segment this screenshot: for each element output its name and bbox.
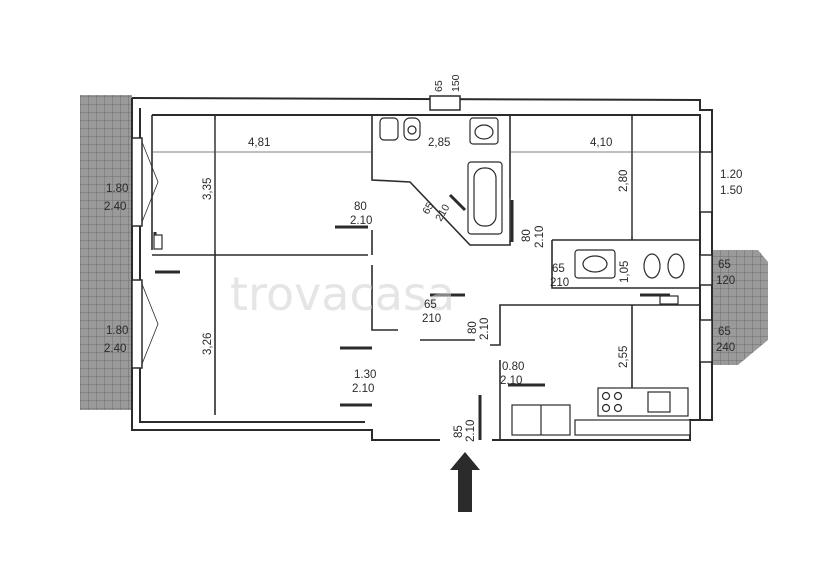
kitchen-depth: 2,55 [618, 346, 630, 368]
entrance-w: 85 [453, 425, 465, 438]
right-window-low-w: 65 [718, 326, 731, 338]
door-7-w: 1.30 [354, 369, 376, 381]
left-window-bottom-w: 1.80 [106, 325, 128, 337]
entrance-h: 2.10 [465, 420, 477, 442]
right-window-top-w: 1.20 [720, 169, 742, 181]
door-7-h: 2.10 [352, 383, 374, 395]
top-window-w: 65 [433, 80, 445, 92]
terrace-right [712, 250, 768, 365]
door-1-w: 80 [354, 201, 367, 213]
bath-width: 2,85 [428, 137, 450, 149]
right-window-mid [699, 254, 713, 286]
door-4-w: 65 [552, 263, 565, 275]
dimension-lines [152, 120, 700, 250]
right-window-top [699, 151, 713, 213]
room-left-top-width: 4,81 [248, 137, 270, 149]
door-bath-h: 210 [433, 202, 452, 223]
door-8-h: 2.10 [500, 375, 522, 387]
room-left-bottom-depth: 3,26 [202, 333, 214, 355]
room-right-top-depth: 2,80 [618, 170, 630, 192]
right-window-mid-h: 120 [716, 275, 735, 287]
bathroom-fixtures [379, 117, 685, 279]
top-window-h: 150 [450, 74, 462, 92]
entrance-arrow-icon [450, 452, 480, 512]
left-window-bottom-h: 2.40 [104, 343, 126, 355]
door-4-h: 210 [550, 277, 569, 289]
room-left-top-depth: 3,35 [202, 178, 214, 200]
room-right-top-width: 4,10 [590, 137, 612, 149]
right-window-top-h: 1.50 [720, 185, 742, 197]
door-3-h: 2.10 [534, 226, 546, 248]
kitchen-counter [511, 387, 691, 436]
door-3-w: 80 [521, 229, 533, 242]
left-window-top-h: 2.40 [104, 201, 126, 213]
door-5-h: 210 [422, 313, 441, 325]
terrace-left [80, 95, 132, 410]
door-6-w: 80 [467, 321, 479, 334]
door-6-h: 2.10 [479, 318, 491, 340]
right-window-low-h: 240 [716, 342, 735, 354]
watermark: trovacasa [230, 267, 455, 321]
door-swings [153, 193, 670, 440]
door-8-w: 0.80 [502, 361, 524, 373]
door-bath-w: 65 [420, 200, 436, 216]
top-window [429, 95, 461, 111]
left-window-top-w: 1.80 [106, 183, 128, 195]
right-window-mid-w: 65 [718, 259, 731, 271]
door-5-w: 65 [424, 299, 437, 311]
radiators [153, 234, 679, 305]
door-1-h: 2.10 [350, 215, 372, 227]
right-window-low [699, 319, 713, 363]
left-window-bottom [131, 279, 159, 369]
utility-depth: 1,05 [619, 261, 631, 283]
left-window-top [131, 137, 159, 227]
